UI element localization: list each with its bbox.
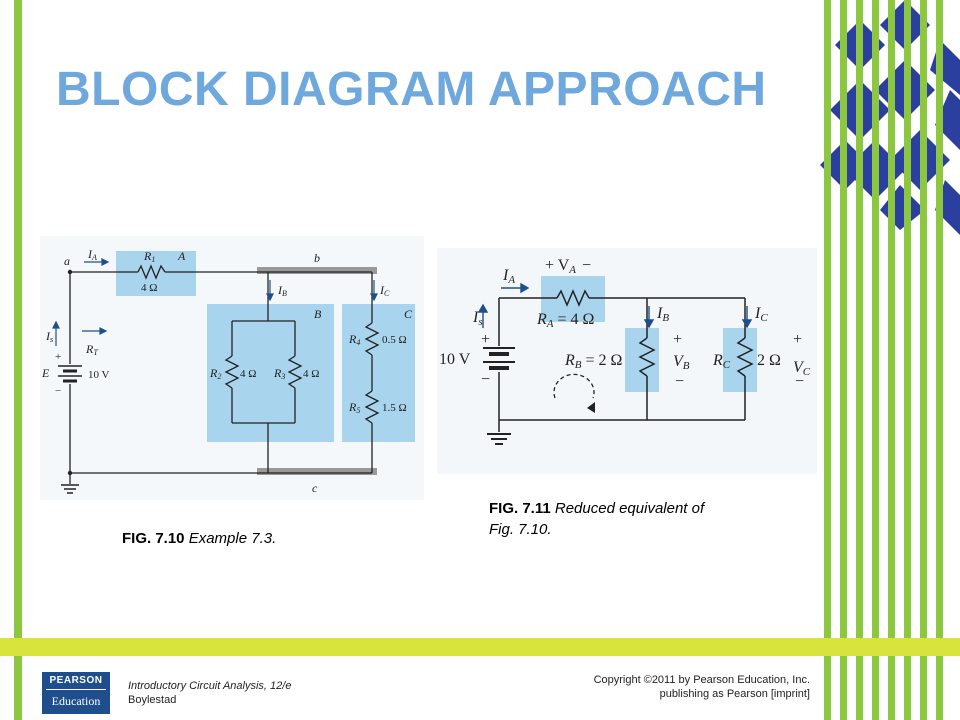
current-ic-label: IC	[754, 305, 768, 324]
r5-label: R5	[348, 400, 360, 415]
block-a-highlight	[116, 251, 196, 296]
stripe	[840, 0, 847, 720]
source-plus: +	[481, 331, 490, 348]
footer-copyright: Copyright ©2011 by Pearson Education, In…	[560, 673, 810, 701]
r1-label: R1	[143, 249, 155, 264]
rc-highlight	[723, 328, 757, 392]
r4-value: 0.5 Ω	[382, 334, 407, 346]
stripe	[824, 0, 831, 720]
vb-minus: −	[675, 373, 684, 390]
r3-value: 4 Ω	[303, 368, 319, 380]
source-value: 10 V	[88, 369, 110, 381]
node-c-label: c	[312, 481, 318, 495]
r2-value: 4 Ω	[240, 368, 256, 380]
block-c-label: C	[404, 307, 413, 321]
source-e-label: E	[41, 366, 50, 380]
fig-7-10-caption: FIG. 7.10 Example 7.3.	[122, 530, 277, 547]
current-ib-label: IB	[656, 305, 669, 324]
source-value: 10 V	[439, 351, 471, 368]
stripe	[872, 0, 879, 720]
rt-label: RT	[85, 342, 98, 357]
fig-7-11-caption: FIG. 7.11 Reduced equivalent of Fig. 7.1…	[489, 500, 705, 538]
stripe	[14, 0, 22, 720]
vb-plus: +	[673, 331, 682, 348]
vc-minus: −	[795, 373, 804, 390]
book-title: Introductory Circuit Analysis, 12/e	[128, 680, 292, 692]
stripe	[888, 0, 895, 720]
source-plus: +	[55, 351, 61, 363]
block-c-highlight	[342, 304, 415, 442]
ra-label: RA = 4 Ω	[536, 311, 595, 330]
current-is-label: Is	[472, 309, 483, 328]
vc-label: VC	[793, 359, 811, 378]
block-a-label: A	[177, 249, 186, 263]
rc-value: 2 Ω	[757, 352, 781, 369]
source-minus: −	[55, 385, 61, 397]
rc-label: RC	[712, 352, 731, 371]
figure-7-10-circuit: a b c IA R1 A B C IB IC Is RT E R2 R3 R4…	[40, 236, 424, 500]
copyright-line: Copyright ©2011 by Pearson Education, In…	[593, 674, 810, 686]
r1-value: 4 Ω	[141, 282, 157, 294]
footer-book-info: Introductory Circuit Analysis, 12/e Boyl…	[128, 679, 291, 707]
rb-highlight	[625, 328, 659, 392]
r5-value: 1.5 Ω	[382, 402, 407, 414]
vc-plus: +	[793, 331, 802, 348]
current-ia-label: IA	[87, 247, 97, 262]
node-a-label: a	[64, 254, 70, 268]
slide-title: BLOCK DIAGRAM APPROACH	[56, 63, 767, 116]
ra-highlight	[541, 276, 605, 322]
book-author: Boylestad	[128, 694, 177, 706]
r3-label: R3	[273, 366, 285, 381]
block-b-label: B	[314, 307, 322, 321]
source-minus: −	[481, 371, 490, 388]
footer-band	[0, 638, 960, 656]
vb-label: VB	[673, 353, 690, 372]
r4-label: R4	[348, 332, 360, 347]
rb-label: RB = 2 Ω	[564, 352, 623, 371]
va-label: + VA−	[545, 257, 591, 276]
r2-label: R2	[209, 366, 221, 381]
stripe	[904, 0, 911, 720]
node-b-label: b	[314, 251, 320, 265]
publisher-line: publishing as Pearson [imprint]	[659, 688, 810, 700]
figure-7-11-circuit: IA Is RA = 4 Ω IB IC RB = 2 Ω RC VB VC +…	[437, 248, 817, 474]
current-ia-label: IA	[502, 267, 515, 286]
stripe	[936, 0, 943, 720]
current-ic-label: IC	[379, 283, 390, 298]
pearson-logo: PEARSON Education	[42, 672, 110, 714]
stripe	[856, 0, 863, 720]
current-is-label: Is	[45, 329, 53, 344]
current-ib-label: IB	[277, 283, 287, 298]
stripe	[920, 0, 927, 720]
